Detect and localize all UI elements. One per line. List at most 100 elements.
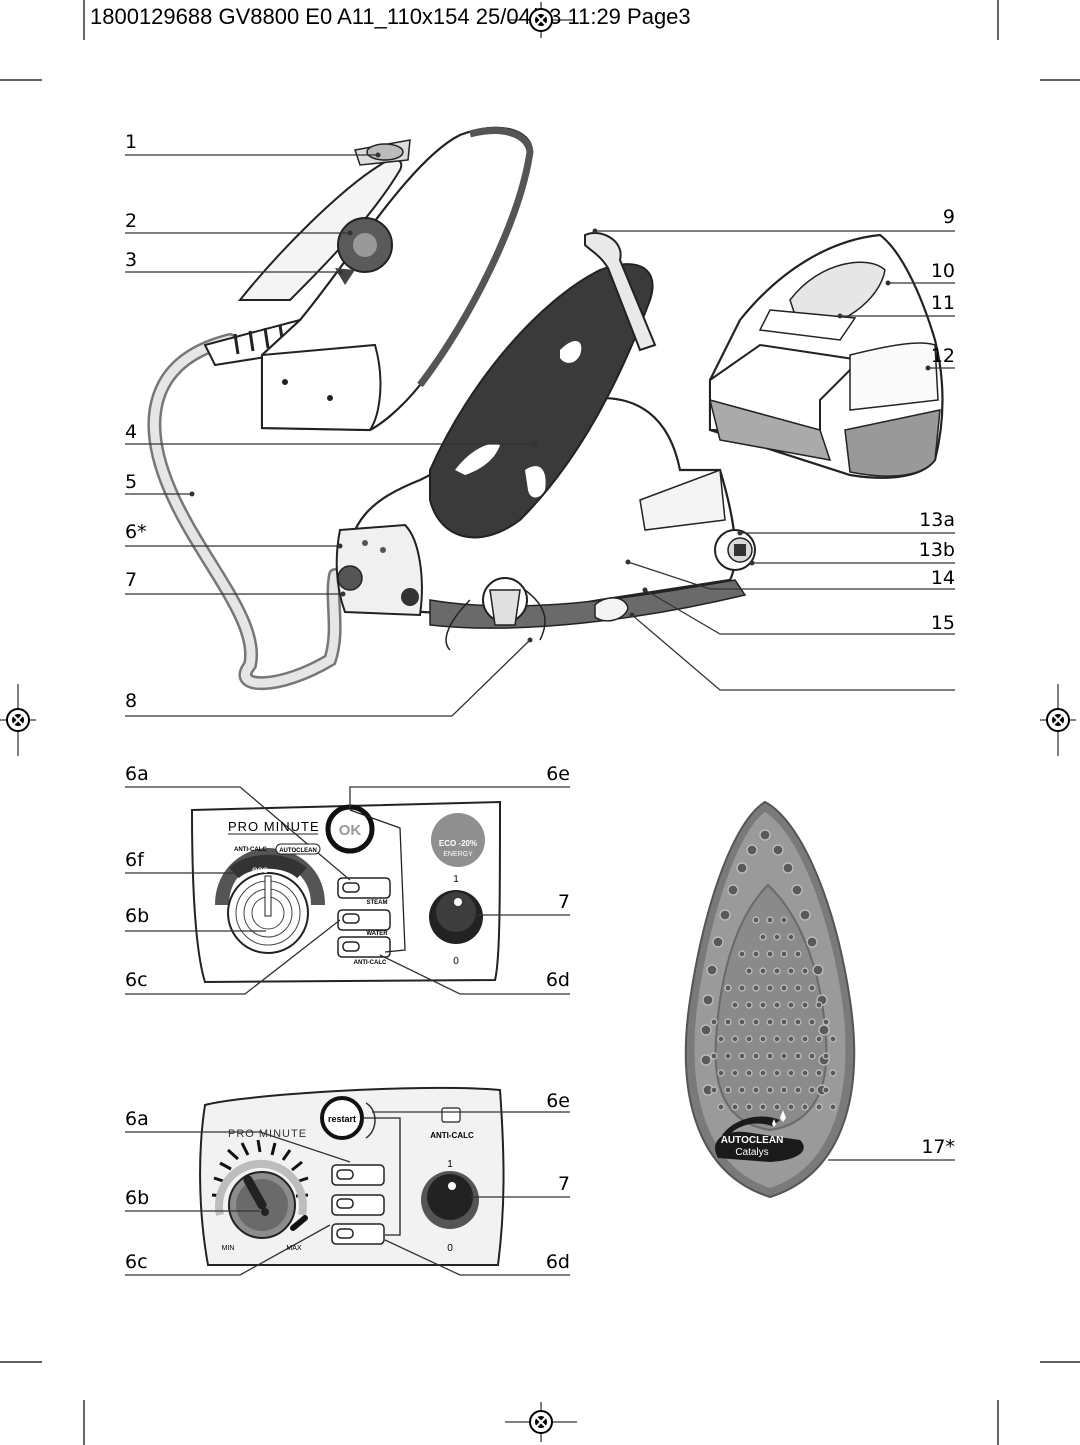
callout-panel1-6a: 6a [125,763,149,785]
steam-hole [717,1103,725,1111]
panel1-eco-dial: eco [252,865,269,876]
panel1-knob-bottom: 0 [453,956,459,967]
steam-hole [780,1018,788,1026]
panel1-ok: OK [339,822,362,839]
steam-hole [766,984,774,992]
steam-hole [773,1001,781,1009]
steam-hole [773,1035,781,1043]
steam-hole [801,1103,809,1111]
steam-hole [780,916,788,924]
steam-hole [812,964,824,976]
steam-hole [791,884,803,896]
steam-hole [700,1024,712,1036]
callout-panel2-6d: 6d [545,1251,570,1273]
panel2-min: MIN [222,1245,235,1252]
panel1-knob-top: 1 [453,874,459,885]
panel1-water: WATER [366,931,388,937]
steam-hole [794,1052,802,1060]
steam-hole [773,967,781,975]
callout-14: 14 [930,567,955,589]
steam-hole [759,1035,767,1043]
cord-storage-clip [594,597,629,622]
callout-panel1-6b: 6b [125,905,150,927]
panel2-max: MAX [286,1245,302,1252]
callout-6: 6* [125,521,147,543]
callout-panel1-7: 7 [557,891,570,913]
steam-hole [794,950,802,958]
steam-hole [759,1103,767,1111]
base-control-panel [335,523,423,617]
steam-hole [829,1103,837,1111]
steam-hole [822,1086,830,1094]
steam-hole [787,967,795,975]
callout-5: 5 [125,471,138,493]
steam-hole [801,1069,809,1077]
steam-hole [780,950,788,958]
registration-mark-top [507,2,575,38]
steam-hole [717,1035,725,1043]
callout-17: 17* [921,1136,955,1158]
steam-hole [727,884,739,896]
panel2-anticalc: ANTI-CALC [430,1131,474,1140]
callout-panel1-6d: 6d [545,969,570,991]
steam-hole [794,984,802,992]
leader-lines-panel-2 [125,1111,570,1276]
control-panel-2 [199,1086,505,1266]
water-tank-cap [714,529,756,571]
steam-hole [759,933,767,941]
steam-hole [799,909,811,921]
steam-hole [752,984,760,992]
steam-hole [782,862,794,874]
steam-hole [752,1018,760,1026]
steam-hole [780,1052,788,1060]
panel1-eco-badge-bottom: ENERGY [443,851,473,858]
steam-hole [738,950,746,958]
callout-8: 8 [125,690,138,712]
callout-3: 3 [125,249,138,271]
panel1-anticalc: ANTI-CALC [234,847,267,853]
steam-hole [731,1001,739,1009]
steam-hole [731,1035,739,1043]
steam-hole [710,1052,718,1060]
steam-hole [787,1103,795,1111]
steam-hole [808,1018,816,1026]
steam-hole [717,1069,725,1077]
steam-hole [710,1018,718,1026]
steam-hole [752,1086,760,1094]
steam-hole [787,1069,795,1077]
steam-hole [745,1035,753,1043]
steam-hole [815,1035,823,1043]
callout-10: 10 [930,260,955,282]
steam-hole [710,1086,718,1094]
soleplate-holes [700,829,837,1111]
panel1-anticalc-btn: ANTI-CALC [354,960,387,966]
steam-hole [724,984,732,992]
steam-hole [759,829,771,841]
steam-hole [829,1035,837,1043]
callout-13a: 13a [919,509,955,531]
callout-13b: 13b [918,539,955,561]
steam-hole [773,1069,781,1077]
panel2-brand: PRO MINUTE [228,1128,307,1140]
steam-hole [752,916,760,924]
iron-rest-plate [429,263,654,539]
soleplate: AUTOCLEAN Catalys [684,800,856,1199]
callout-panel2-6b: 6b [125,1187,150,1209]
steam-hole [752,950,760,958]
callout-9: 9 [942,206,955,228]
callout-11: 11 [930,292,955,314]
callout-15: 15 [930,612,955,634]
power-plug [445,577,546,651]
callout-7: 7 [125,569,138,591]
base-on-off-knob [337,565,363,591]
steam-hole [787,1001,795,1009]
callout-panel2-6e: 6e [546,1090,570,1112]
steam-hole [801,1035,809,1043]
steam-hole [766,1018,774,1026]
callout-panel1-6f: 6f [125,849,144,871]
steam-hole [759,1069,767,1077]
steam-hole [822,1018,830,1026]
steam-hole [787,1035,795,1043]
steam-hole [738,1086,746,1094]
